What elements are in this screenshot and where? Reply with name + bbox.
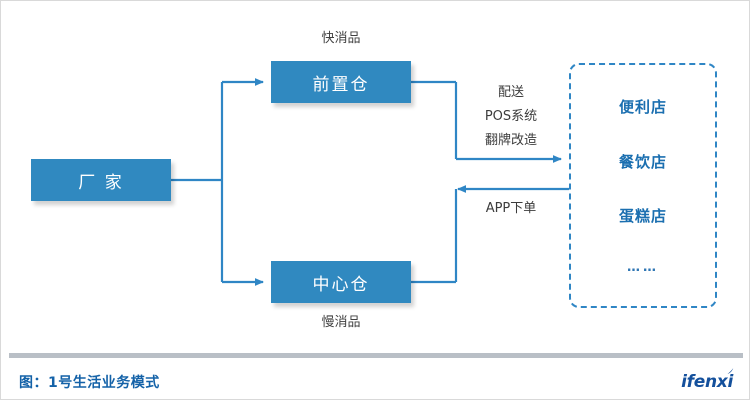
store-item-restaurant: 餐饮店	[618, 152, 667, 171]
label-slow-moving-goods: 慢消品	[321, 315, 361, 330]
node-manufacturer[interactable]: 厂 家	[31, 159, 171, 201]
flow-label-pos-system: POS系统	[484, 109, 538, 124]
footer: 图：1号生活业务模式 ifenxi	[1, 363, 749, 399]
store-item-bakery: 蛋糕店	[618, 207, 667, 226]
ifenxi-logo: ifenxi	[681, 368, 733, 392]
diagram-canvas: 厂 家 前置仓 中心仓 快消品 慢消品 配送 POS系统 翻牌改造 APP下单 …	[1, 1, 749, 349]
store-item-convenience: 便利店	[618, 97, 667, 116]
figure-caption: 图：1号生活业务模式	[19, 375, 160, 391]
store-group: 便利店 餐饮店 蛋糕店 ……	[569, 63, 717, 308]
logo-text: ifenxi	[681, 372, 733, 392]
node-front-warehouse[interactable]: 前置仓	[271, 61, 411, 103]
label-fast-moving-goods: 快消品	[321, 31, 361, 46]
store-item-ellipsis: ……	[627, 260, 659, 276]
footer-separator	[9, 353, 743, 358]
flow-label-delivery: 配送	[497, 85, 524, 100]
logo-tick-icon	[727, 368, 734, 374]
flow-label-store-conversion: 翻牌改造	[484, 133, 537, 148]
connector-lines	[171, 78, 569, 286]
flow-label-app-ordering: APP下单	[485, 201, 537, 216]
node-central-warehouse[interactable]: 中心仓	[271, 261, 411, 303]
